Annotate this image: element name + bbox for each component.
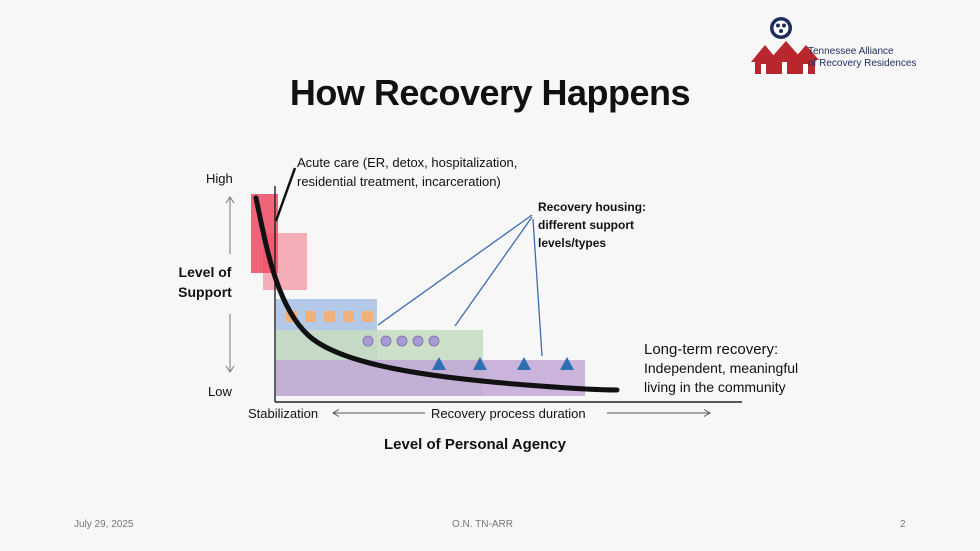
logo-line-2: of Recovery Residences bbox=[808, 58, 917, 69]
triangle-marker bbox=[560, 357, 574, 370]
long-term-recovery-line-2: living in the community bbox=[644, 379, 786, 395]
long-term-recovery-heading: Long-term recovery: bbox=[644, 341, 779, 358]
housing-band-green bbox=[276, 330, 483, 396]
square-marker bbox=[286, 311, 297, 322]
square-marker bbox=[324, 311, 335, 322]
y-axis-title-line-2: Support bbox=[178, 284, 232, 300]
acute-care-box-light bbox=[263, 233, 307, 290]
acute-care-annotation: Acute care (ER, detox, hospitalization, … bbox=[297, 153, 517, 191]
triangle-marker bbox=[517, 357, 531, 370]
long-term-recovery-line-1: Independent, meaningful bbox=[644, 360, 799, 376]
footer-date: July 29, 2025 bbox=[74, 519, 134, 530]
triangle-marker bbox=[473, 357, 487, 370]
recovery-housing-line-1: Recovery housing: bbox=[538, 200, 647, 214]
x-axis-left-label: Stabilization bbox=[248, 406, 319, 421]
recovery-housing-line-2: different support bbox=[538, 218, 634, 232]
acute-care-box-dark bbox=[251, 194, 278, 273]
long-term-recovery-annotation: Long-term recovery: Independent, meaning… bbox=[644, 340, 798, 397]
y-axis-title: Level of Support bbox=[168, 262, 242, 302]
square-marker bbox=[362, 311, 373, 322]
acute-care-line-1: Acute care (ER, detox, hospitalization, bbox=[297, 155, 518, 170]
pointer-line bbox=[454, 216, 533, 327]
triangle-markers bbox=[432, 357, 574, 370]
housing-band-blue bbox=[276, 299, 377, 396]
x-axis-title: Level of Personal Agency bbox=[383, 436, 566, 453]
slide-title: How Recovery Happens bbox=[289, 72, 691, 113]
y-axis-high-label: High bbox=[206, 171, 233, 186]
logo-line-1: Tennessee Alliance bbox=[808, 46, 894, 57]
square-markers bbox=[286, 311, 373, 322]
houses-logo-icon bbox=[751, 41, 819, 74]
circle-marker bbox=[396, 335, 408, 347]
x-axis-middle-label: Recovery process duration bbox=[431, 406, 586, 421]
square-marker bbox=[343, 311, 354, 322]
circle-marker bbox=[428, 335, 440, 347]
footer-page-number: 2 bbox=[900, 519, 906, 530]
circle-marker bbox=[380, 335, 392, 347]
recovery-housing-line-3: levels/types bbox=[538, 236, 607, 250]
triangle-marker bbox=[432, 357, 446, 370]
housing-band-purple bbox=[276, 360, 585, 396]
y-axis-title-line-1: Level of bbox=[178, 264, 232, 280]
tennessee-seal-icon bbox=[770, 17, 792, 39]
y-axis-low-label: Low bbox=[208, 384, 232, 399]
recovery-housing-annotation: Recovery housing: different support leve… bbox=[538, 198, 646, 252]
housing-pointer-lines bbox=[377, 214, 543, 357]
circle-markers bbox=[362, 335, 440, 347]
footer-center: O.N. TN-ARR bbox=[452, 519, 513, 530]
organization-logo bbox=[751, 17, 819, 74]
logo-text: Tennessee Alliance of Recovery Residence… bbox=[808, 46, 916, 70]
pointer-line bbox=[377, 214, 533, 326]
acute-care-line-2: residential treatment, incarceration) bbox=[297, 174, 501, 189]
acute-pointer-line bbox=[274, 167, 297, 222]
circle-marker bbox=[412, 335, 424, 347]
circle-marker bbox=[362, 335, 374, 347]
square-marker bbox=[305, 311, 316, 322]
